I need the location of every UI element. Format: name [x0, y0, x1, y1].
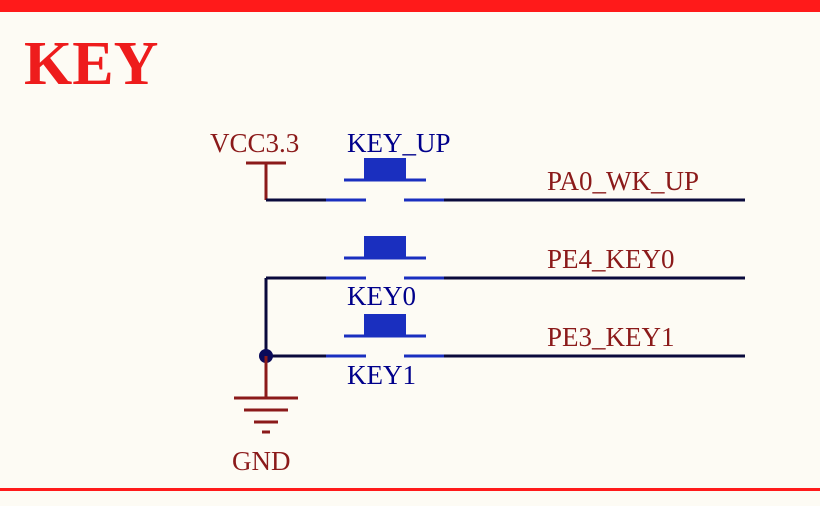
- vcc-label: VCC3.3: [210, 128, 299, 158]
- switch-label-key-up: KEY_UP: [347, 128, 451, 158]
- gnd-symbol: [234, 356, 298, 434]
- net-label-pe3: PE3_KEY1: [547, 322, 675, 352]
- switch-key-up: [326, 158, 444, 202]
- bottom-border: [0, 488, 820, 491]
- top-border: [0, 0, 820, 12]
- sheet-title: KEY: [24, 30, 158, 98]
- switch-key1: [326, 314, 444, 358]
- switch-label-key1: KEY1: [347, 360, 416, 390]
- net-label-pa0: PA0_WK_UP: [547, 166, 699, 196]
- switch-key0: [326, 236, 444, 280]
- gnd-label: GND: [232, 446, 291, 476]
- switch-label-key0: KEY0: [347, 281, 416, 311]
- net-label-pe4: PE4_KEY0: [547, 244, 675, 274]
